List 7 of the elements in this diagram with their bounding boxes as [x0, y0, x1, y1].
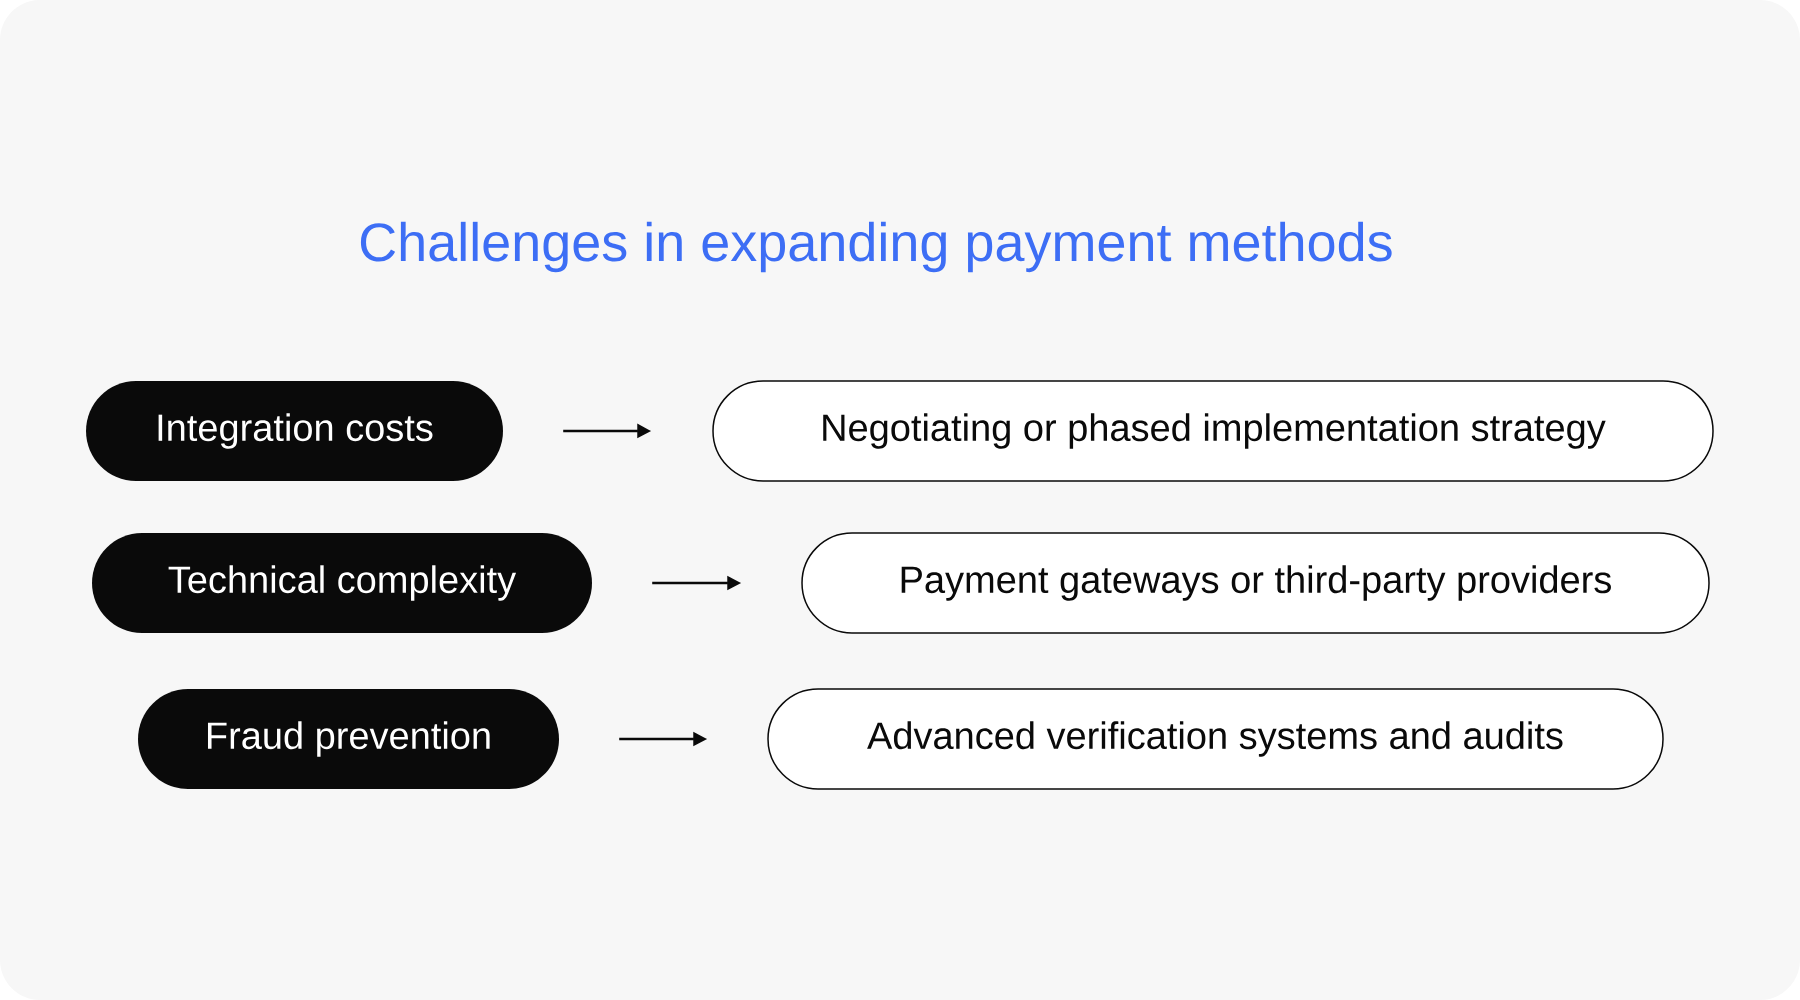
- solution-pill: Payment gateways or third-party providers: [801, 532, 1710, 634]
- solution-pill: Advanced verification systems and audits: [767, 688, 1664, 790]
- challenge-pill: Integration costs: [86, 381, 503, 481]
- challenge-pill: Technical complexity: [92, 533, 592, 633]
- solution-pill: Negotiating or phased implementation strategy: [712, 380, 1714, 482]
- challenge-pill: Fraud prevention: [138, 689, 559, 789]
- title: Challenges in expanding payment methods: [360, 221, 1392, 273]
